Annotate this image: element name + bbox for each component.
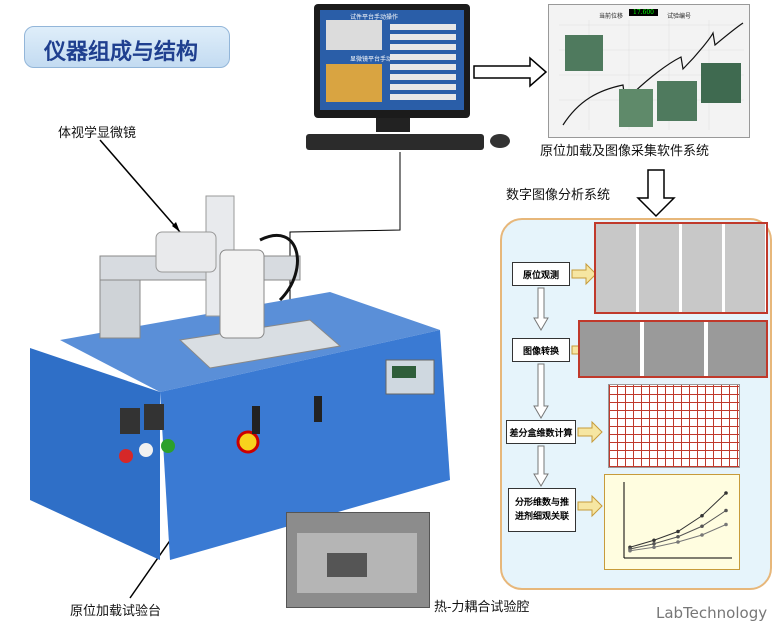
test-machine (30, 195, 450, 560)
fractal-point (700, 533, 704, 537)
monitor-screen: 试件平台手动操作 显微镜平台手动操作 (320, 10, 464, 110)
meter-1 (120, 408, 140, 434)
flow-arrows (533, 262, 603, 518)
watermark: LabTechnology (656, 604, 768, 622)
label-analysis: 数字图像分析系统 (506, 188, 611, 203)
green-button (161, 439, 175, 453)
machine-front (30, 348, 160, 560)
fractal-point (652, 545, 656, 550)
fractal-point (700, 513, 704, 518)
meter-2 (144, 404, 164, 430)
glass-plate (178, 319, 342, 369)
machine-side (160, 330, 450, 560)
micro-image-2 (619, 89, 653, 127)
converted-images (578, 320, 768, 378)
software-label-right: 试验编号 (667, 13, 692, 20)
fractal-point (652, 538, 656, 543)
cable (259, 233, 299, 302)
chamber-photo (286, 512, 430, 608)
title-box (24, 26, 230, 68)
fractal-point (724, 508, 728, 513)
microscope-body (155, 231, 217, 273)
software-label-left: 当前位移 (599, 13, 624, 20)
monitor-header: 试件平台手动操作 (350, 14, 399, 21)
fractal-point (652, 541, 656, 546)
fractal-point (676, 534, 680, 539)
fractal-point (628, 548, 632, 553)
monitor-image-1 (326, 20, 382, 50)
computer-monitor: 试件平台手动操作 显微镜平台手动操作 (314, 4, 470, 118)
fractal-point (676, 540, 680, 544)
flow-step-4: 分形维数与推进剂细观关联 (508, 488, 576, 532)
flow-step-3: 差分盒维数计算 (506, 420, 576, 444)
monitor-sub-header: 显微镜平台手动操作 (350, 56, 405, 63)
monitor-stand (376, 118, 410, 132)
label-test-bench: 原位加载试验台 (70, 604, 162, 619)
joystick (252, 406, 260, 434)
red-button (119, 449, 133, 463)
software-readout: 17.600 (629, 9, 658, 16)
page-title: 仪器组成与结构 (44, 40, 199, 65)
joystick-2 (314, 396, 322, 422)
monitor-image-2 (326, 64, 382, 102)
monitor-controls (390, 24, 456, 104)
cable-line (289, 152, 401, 330)
label-software: 原位加载及图像采集软件系统 (540, 144, 710, 159)
software-chart-panel: 当前位移 17.600 试验编号 (548, 4, 750, 138)
box-counting-grid (608, 384, 740, 468)
micro-image-3 (657, 81, 697, 121)
keyboard (306, 134, 484, 150)
fractal-point (700, 524, 704, 529)
fractal-point (724, 522, 728, 527)
arrow-monitor-to-software (473, 56, 548, 88)
flow-step-2: 图像转换 (512, 338, 570, 362)
fractal-chart-panel (604, 474, 740, 570)
microscope-pointer (99, 139, 181, 233)
fractal-point (676, 529, 680, 534)
fractal-chart (623, 482, 732, 559)
observation-images (594, 222, 768, 314)
fractal-point (724, 491, 728, 495)
emergency-button (236, 430, 260, 454)
microscope-lens (219, 249, 265, 339)
label-chamber: 热-力耦合试验腔 (434, 600, 530, 615)
micro-image-1 (565, 35, 603, 71)
arrow-software-to-analysis (636, 169, 676, 218)
micro-image-4 (701, 63, 741, 103)
white-button (139, 443, 153, 457)
mouse (490, 134, 510, 148)
label-microscope: 体视学显微镜 (58, 126, 137, 141)
flow-step-1: 原位观测 (512, 262, 570, 286)
